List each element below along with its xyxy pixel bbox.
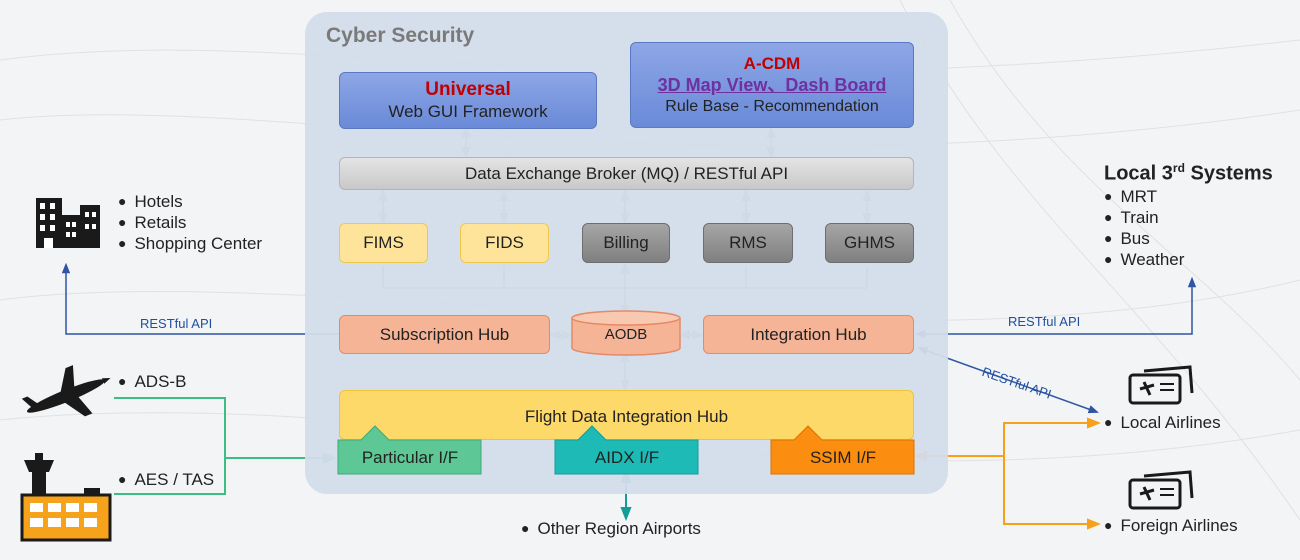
module-rms[interactable]: RMS: [703, 223, 793, 263]
module-billing[interactable]: Billing: [582, 223, 670, 263]
universal-title: Universal: [425, 79, 511, 100]
particular-if-tab: [337, 425, 482, 475]
panel-title: Cyber Security: [326, 24, 475, 47]
ssim-if[interactable]: SSIM I/F: [771, 441, 915, 475]
broker-label: Data Exchange Broker (MQ) / RESTful API: [464, 163, 789, 183]
universal-box[interactable]: Universal Web GUI Framework: [339, 72, 597, 129]
airplane-icon: [21, 365, 111, 417]
module-ghms-label: GHMS: [844, 233, 895, 252]
aidx-if[interactable]: AIDX I/F: [555, 441, 699, 475]
local-system-mrt: MRT: [1104, 187, 1157, 207]
data-exchange-broker[interactable]: Data Exchange Broker (MQ) / RESTful API: [339, 157, 914, 190]
module-fims[interactable]: FIMS: [339, 223, 428, 263]
integration-hub[interactable]: Integration Hub: [703, 315, 914, 354]
module-billing-label: Billing: [603, 233, 649, 252]
subscription-hub[interactable]: Subscription Hub: [339, 315, 550, 354]
left-service-retails: Retails: [118, 213, 186, 233]
aodb-database[interactable]: [570, 310, 682, 356]
left-service-shopping: Shopping Center: [118, 234, 262, 254]
building-icon: [36, 198, 100, 248]
flight-data-integration-hub[interactable]: Flight Data Integration Hub: [339, 390, 914, 440]
aidx-if-tab: [554, 425, 699, 475]
module-fids[interactable]: FIDS: [460, 223, 549, 263]
ssim-if-label: SSIM I/F: [809, 448, 877, 467]
particular-if-label: Particular I/F: [361, 448, 459, 467]
local-systems-title: Local 3rd Systems: [1104, 161, 1273, 185]
api-label-left: RESTful API: [140, 316, 213, 331]
module-fims-label: FIMS: [363, 233, 404, 252]
local-airlines-ticket-icon: [1128, 365, 1194, 405]
acdm-box[interactable]: A-CDM 3D Map View、Dash Board Rule Base -…: [630, 42, 914, 128]
flight-hub-label: Flight Data Integration Hub: [524, 407, 729, 426]
left-service-hotels: Hotels: [118, 192, 182, 212]
acdm-title: A-CDM: [743, 54, 801, 73]
particular-if[interactable]: Particular I/F: [338, 441, 482, 475]
aidx-if-label: AIDX I/F: [594, 448, 660, 467]
other-region-airports: Other Region Airports: [521, 519, 700, 539]
local-airlines-label: Local Airlines: [1104, 413, 1220, 433]
ssim-if-tab: [770, 425, 915, 475]
universal-subtitle: Web GUI Framework: [388, 102, 548, 121]
acdm-subtitle: 3D Map View、Dash Board: [657, 75, 887, 95]
module-ghms[interactable]: GHMS: [825, 223, 914, 263]
local-system-train: Train: [1104, 208, 1158, 228]
local-system-bus: Bus: [1104, 229, 1149, 249]
foreign-airlines-ticket-icon: [1128, 470, 1194, 510]
api-label-right: RESTful API: [1008, 314, 1081, 329]
control-tower-icon: [20, 453, 112, 542]
aodb-label: AODB: [604, 326, 648, 343]
local-system-weather: Weather: [1104, 250, 1184, 270]
feed-aes-tas: AES / TAS: [118, 470, 214, 490]
subscription-hub-label: Subscription Hub: [379, 324, 510, 344]
integration-hub-label: Integration Hub: [750, 324, 867, 344]
module-fids-label: FIDS: [485, 233, 524, 252]
module-rms-label: RMS: [729, 233, 767, 252]
acdm-line3: Rule Base - Recommendation: [665, 98, 879, 115]
foreign-airlines-label: Foreign Airlines: [1104, 516, 1237, 536]
api-connectors: [61, 262, 1197, 414]
feed-adsb: ADS-B: [118, 372, 186, 392]
